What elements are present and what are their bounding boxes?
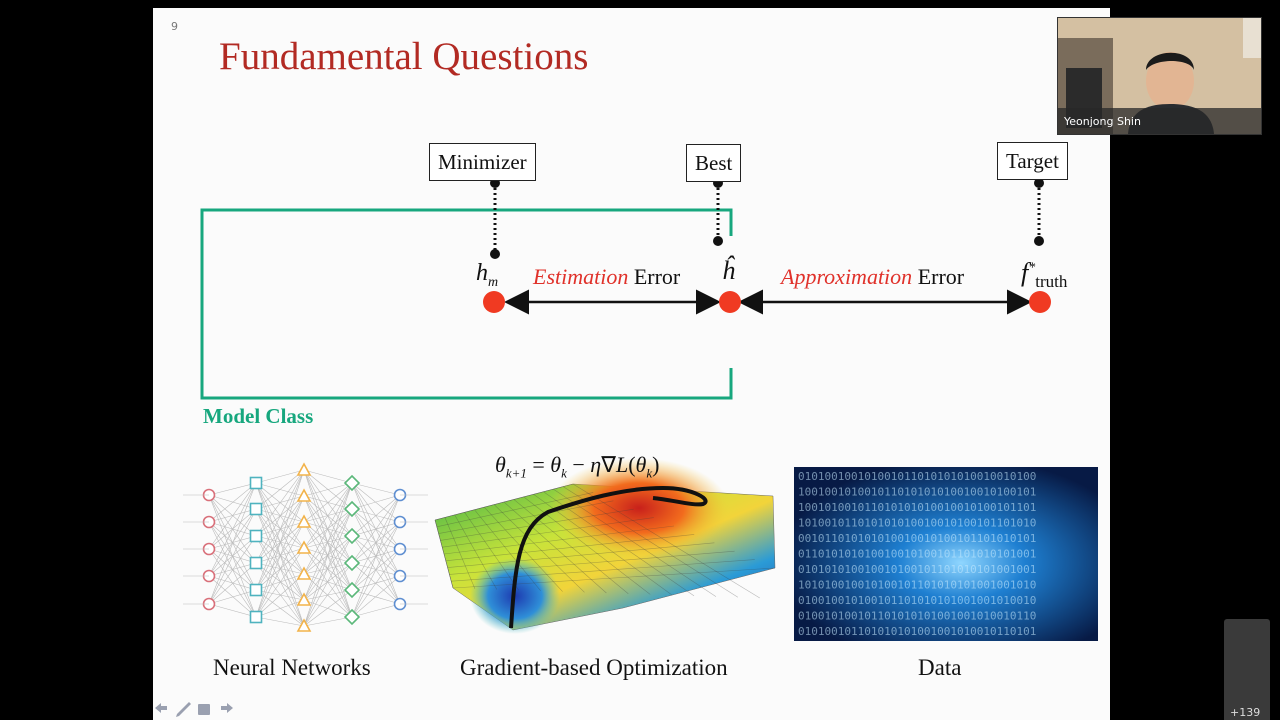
svg-text:010010010100101101010101001001: 010010010100101101010101001001010010 (798, 594, 1036, 607)
slide-number: 9 (171, 20, 178, 33)
svg-text:010101010010010100101101010101: 010101010010010100101101010101001001 (798, 563, 1036, 576)
nav-forward-icon (221, 703, 233, 713)
best-point (719, 291, 741, 313)
gradient-update-equation: θk+1 = θk − η∇L(θk) (495, 452, 660, 481)
minimizer-point (483, 291, 505, 313)
nn-node (343, 581, 361, 599)
binary-data-illustration: 010100100101001011010101010010010100 1001… (794, 467, 1098, 641)
nn-node (249, 610, 263, 624)
model-class-label: Model Class (203, 404, 314, 428)
svg-text:100100101001011010101010010010: 100100101001011010101010010010100101 (798, 486, 1036, 499)
f-truth-symbol: f*truth (1021, 258, 1068, 292)
participants-panel-tab[interactable] (1224, 619, 1270, 720)
nn-node (343, 500, 361, 518)
svg-text:010100100101001011010101010010: 010100100101001011010101010010010100 (798, 470, 1036, 483)
slide-title: Fundamental Questions (219, 35, 589, 78)
nn-node (249, 502, 263, 516)
nn-node (296, 566, 312, 580)
optimization-surface-illustration (434, 458, 776, 634)
model-class-boundary (200, 208, 733, 400)
nn-node (343, 527, 361, 545)
participant-name-bar (1058, 108, 1261, 134)
svg-text:010010100101101010101001001010: 010010100101101010101001001010010110 (798, 610, 1036, 623)
svg-text:010100101101010101001001010010: 010100101101010101001001010010110101 (798, 625, 1036, 638)
best-label: Best (686, 144, 742, 182)
nn-node (296, 514, 312, 528)
participant-video-tile[interactable]: Yeonjong Shin (1057, 17, 1262, 135)
target-label: Target (997, 142, 1068, 180)
nn-node (296, 540, 312, 554)
nn-node (249, 583, 263, 597)
error-diagram: 010100100101001011010101010010010100 1001… (183, 178, 1098, 641)
target-point (1029, 291, 1051, 313)
slide-navigation-bar (155, 702, 233, 717)
nn-node (343, 474, 361, 492)
svg-text:001011010101010010010100101101: 001011010101010010010100101101010101 (798, 532, 1036, 545)
svg-text:100101001011010101010010010100: 100101001011010101010010010100101101 (798, 501, 1036, 514)
nn-node (296, 618, 312, 632)
h-m-symbol: hm (476, 260, 499, 290)
nn-node (296, 488, 312, 502)
participant-name: Yeonjong Shin (1064, 115, 1141, 128)
svg-text:011010101010010010100101101010: 011010101010010010100101101010101001 (798, 548, 1036, 561)
nn-node (343, 554, 361, 572)
estimation-error-text: Estimation Error (533, 264, 681, 289)
nn-node (249, 529, 263, 543)
minimizer-label: Minimizer (429, 143, 536, 181)
caption-data: Data (918, 655, 962, 680)
nav-section-icon (198, 704, 210, 715)
neural-network-illustration (183, 462, 428, 632)
nn-node (343, 608, 361, 626)
approximation-error-text: Approximation Error (781, 264, 965, 289)
h-hat-symbol: ĥ (722, 256, 735, 285)
caption-gradient-optimization: Gradient-based Optimization (460, 655, 728, 680)
presentation-slide: 9 Fundamental Questions (153, 8, 1110, 720)
nn-node (249, 476, 263, 490)
nav-back-icon (155, 703, 167, 713)
nn-node (249, 556, 263, 570)
svg-text:101001011010101010010010100101: 101001011010101010010010100101101010 (798, 517, 1036, 530)
more-participants-count[interactable]: +139 (1230, 706, 1261, 719)
nn-node (296, 462, 312, 476)
nn-node (296, 592, 312, 606)
caption-neural-networks: Neural Networks (213, 655, 371, 680)
svg-text:101010010010100101101010101001: 101010010010100101101010101001001010 (798, 579, 1036, 592)
nav-edit-icon (176, 702, 191, 717)
